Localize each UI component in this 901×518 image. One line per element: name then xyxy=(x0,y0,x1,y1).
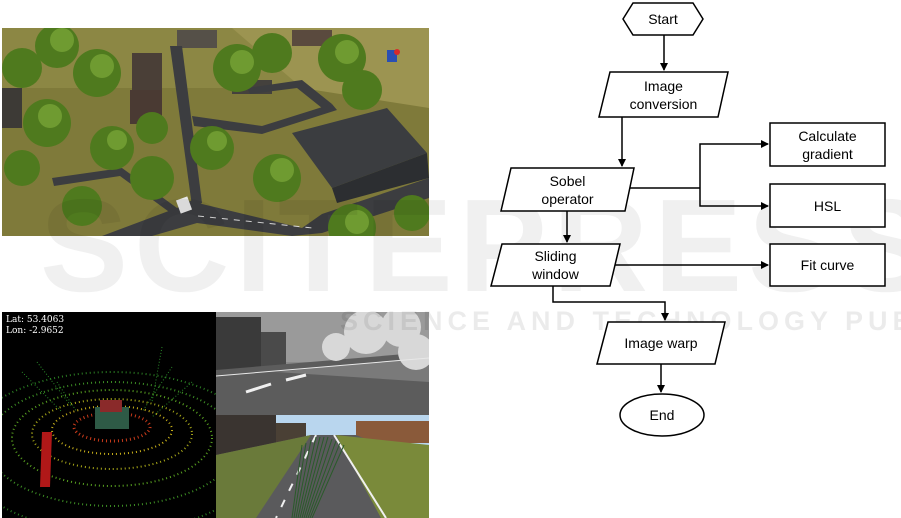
calculate-gradient-node: Calculate gradient xyxy=(770,123,885,166)
lidar-longitude: Lon: -2.9652 xyxy=(6,326,64,336)
start-label: Start xyxy=(648,10,678,28)
image-warp-node: Image warp xyxy=(597,322,725,364)
image-warp-label: Image warp xyxy=(624,334,697,352)
calculate-gradient-label-line2: gradient xyxy=(802,146,853,162)
aerial-scene-image xyxy=(2,28,429,236)
grayscale-camera-view xyxy=(216,312,429,415)
sobel-to-gradient-arrow xyxy=(700,144,768,188)
image-conversion-label-line1: Image xyxy=(644,78,683,94)
fit-curve-label: Fit curve xyxy=(801,256,855,274)
lidar-latitude: Lat: 53.4063 xyxy=(6,315,64,325)
image-conversion-label-line2: conversion xyxy=(630,96,698,112)
flowchart: Start Image conversion Sobel operator Calc… xyxy=(440,0,901,518)
image-conversion-node: Image conversion xyxy=(599,72,728,117)
sliding-to-warp-arrow xyxy=(553,286,665,320)
lidar-point-cloud-view: Lat: 53.4063 Lon: -2.9652 xyxy=(2,312,216,518)
lidar-scene-image: Lat: 53.4063 Lon: -2.9652 xyxy=(2,312,216,518)
simulation-aerial-view xyxy=(2,28,429,236)
sobel-operator-node: Sobel operator xyxy=(501,168,634,211)
sliding-window-label-line1: Sliding xyxy=(534,248,576,264)
hsl-node: HSL xyxy=(770,184,885,227)
sliding-window-node: Sliding window xyxy=(491,244,620,286)
sobel-to-hsl-arrow xyxy=(700,188,768,206)
sobel-operator-label-line2: operator xyxy=(541,191,593,207)
hsl-label: HSL xyxy=(814,197,841,215)
end-node: End xyxy=(620,394,704,436)
end-label: End xyxy=(650,406,675,424)
calculate-gradient-label-line1: Calculate xyxy=(798,128,856,144)
road-lane-detection-image xyxy=(216,415,429,518)
grayscale-road-image xyxy=(216,312,429,415)
sobel-operator-label-line1: Sobel xyxy=(550,173,586,189)
start-node: Start xyxy=(623,3,703,35)
sliding-window-label-line2: window xyxy=(532,266,579,282)
road-camera-view xyxy=(216,415,429,518)
fit-curve-node: Fit curve xyxy=(770,244,885,286)
